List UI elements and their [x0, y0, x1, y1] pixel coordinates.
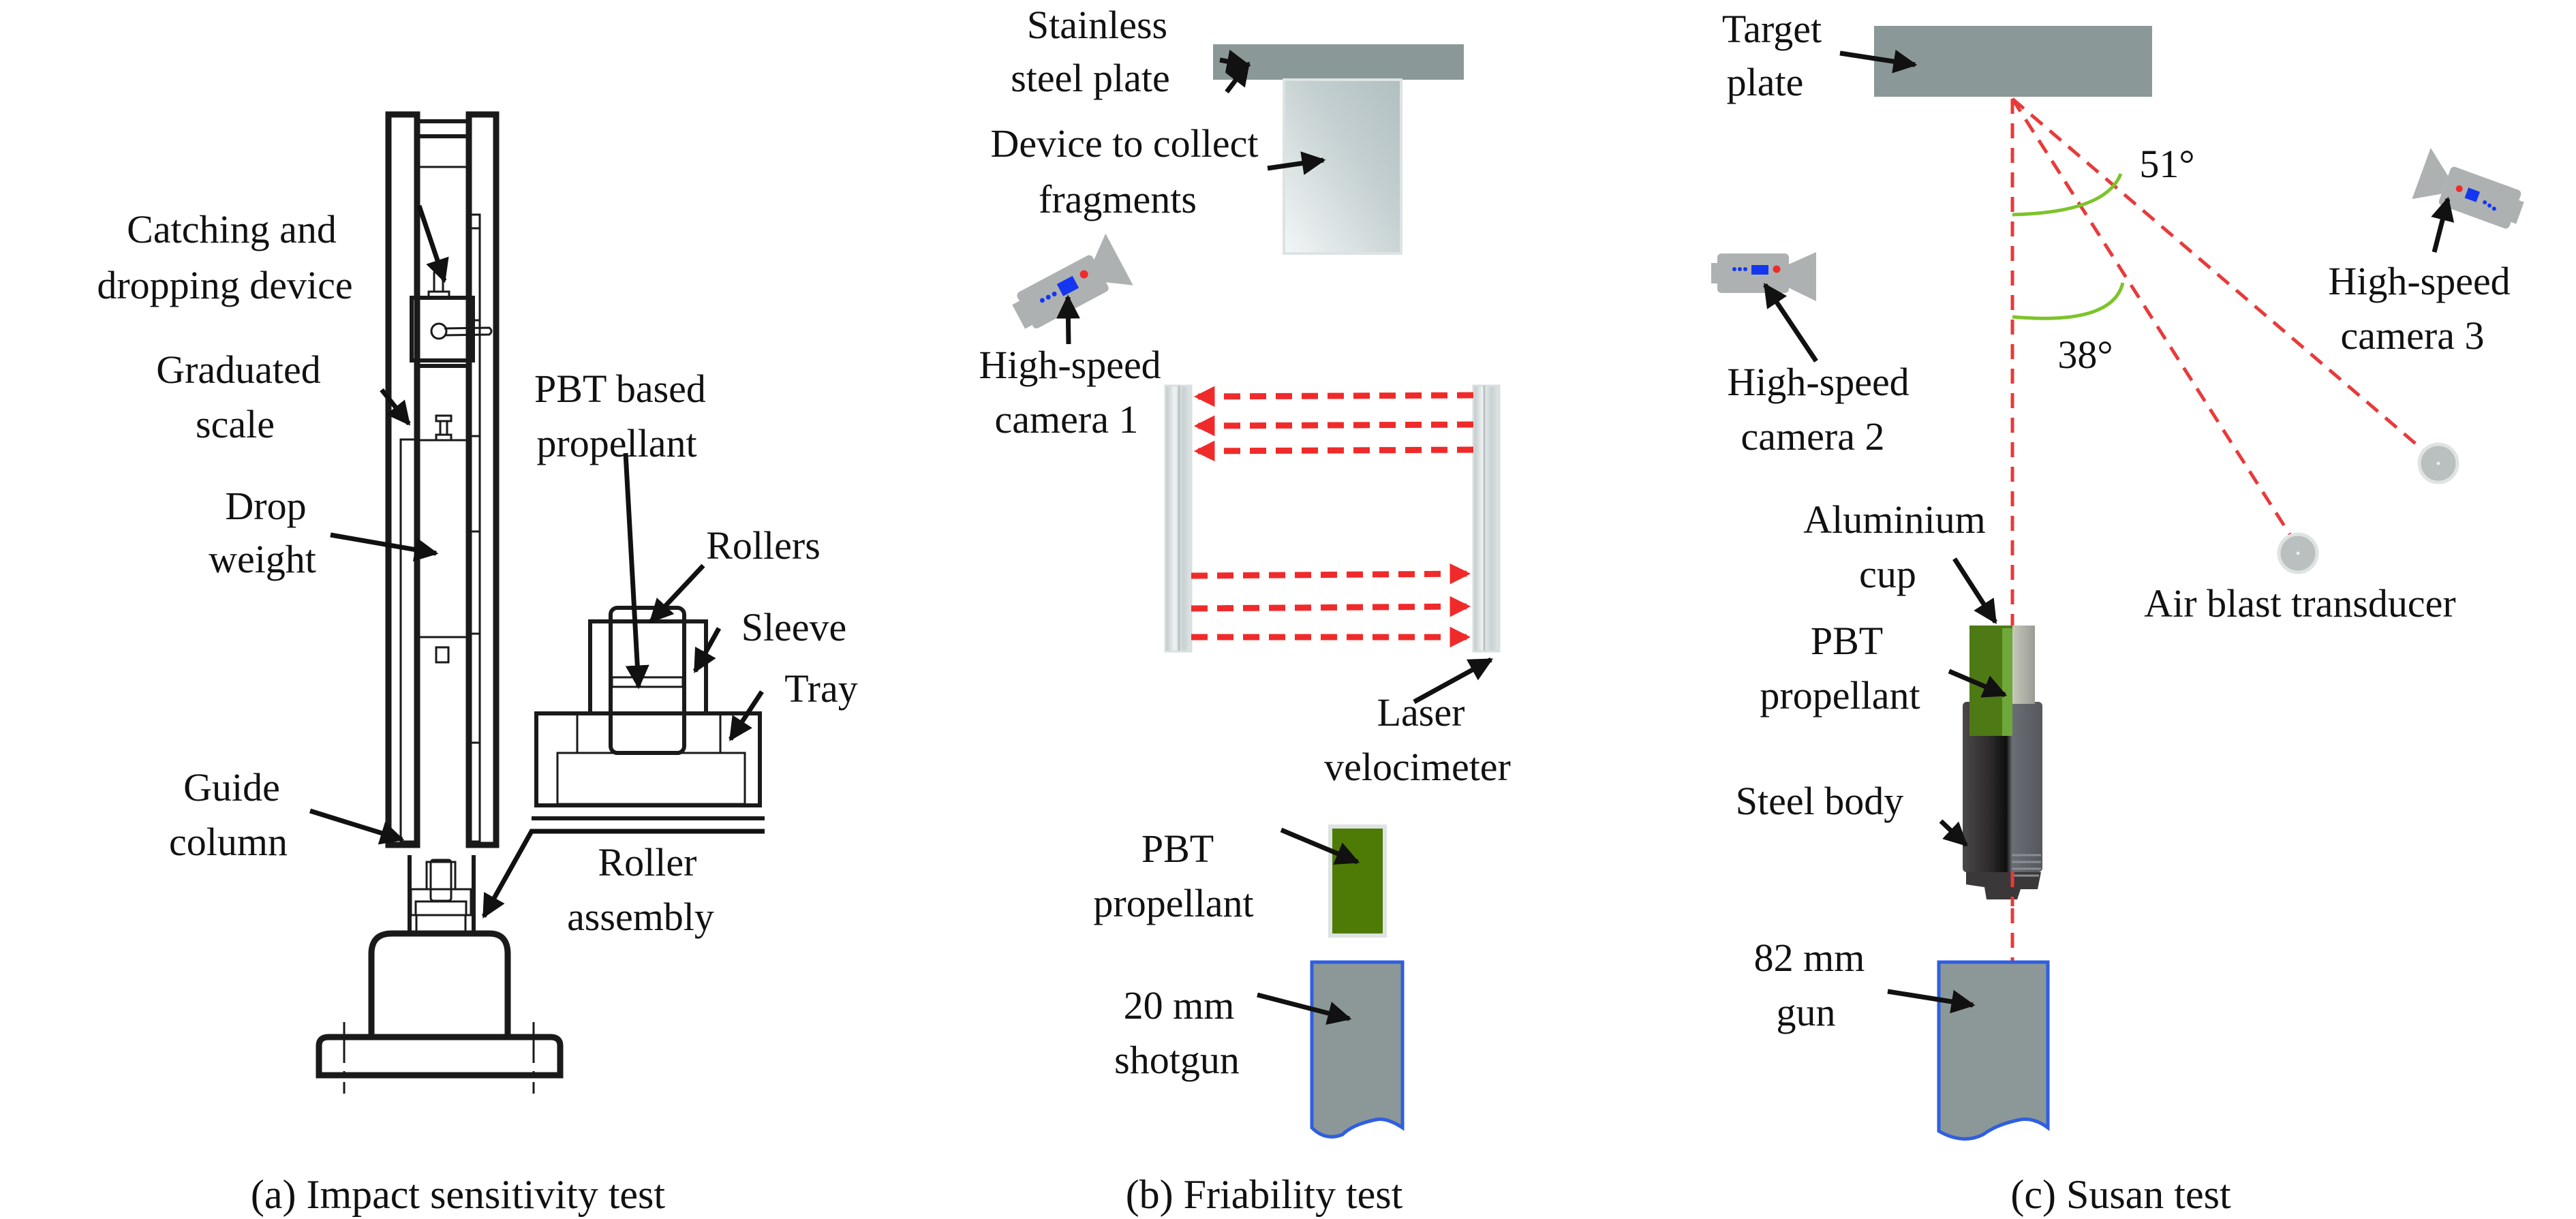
panel-friability: Stainless steel plate Device to collect … [979, 3, 1511, 1217]
label-steel-body: Steel body [1736, 779, 1903, 823]
label-drop-2: weight [209, 537, 316, 581]
label-aluminium-2: cup [1859, 552, 1916, 596]
roller-assembly [408, 855, 476, 933]
label-gun-1: 82 mm [1754, 936, 1865, 980]
label-pbt-c-1: PBT [1811, 619, 1883, 663]
target-plate [1874, 26, 2152, 97]
label-target-1: Target [1722, 7, 1822, 51]
panel-impact-sensitivity: Catching and dropping device Graduated s… [97, 111, 858, 1217]
caption-c: (c) Susan test [2010, 1172, 2231, 1217]
label-angle-38: 38° [2057, 333, 2113, 377]
caption-b: (b) Friability test [1126, 1172, 1403, 1217]
label-angle-51: 51° [2139, 142, 2194, 186]
base-flange [316, 1034, 564, 1079]
label-device-2: fragments [1039, 177, 1197, 221]
label-camera2-2: camera 2 [1741, 414, 1885, 459]
panel-susan: Target plate 51° 38° High-speed camera 2… [1711, 7, 2524, 1217]
label-air-blast: Air blast transducer [2144, 581, 2455, 626]
label-graduated-1: Graduated [156, 348, 321, 392]
graduated-scale [399, 438, 418, 843]
high-speed-camera-icon [1012, 233, 1133, 329]
guide-column-right [465, 111, 500, 848]
label-sleeve: Sleeve [741, 605, 847, 649]
laser-beams [1191, 386, 1474, 648]
label-pbt-b-1: PBT [1141, 827, 1214, 871]
label-camera2-1: High-speed [1727, 360, 1909, 404]
label-stainless-1: Stainless [1027, 3, 1167, 47]
rollers [609, 606, 686, 755]
aluminium-cup [2012, 626, 2035, 704]
label-shotgun-1: 20 mm [1124, 983, 1235, 1028]
angle-arc-51 [2012, 173, 2123, 217]
label-drop-1: Drop [225, 484, 306, 528]
label-laser-2: velocimeter [1324, 745, 1511, 789]
shotgun-20mm [1310, 960, 1405, 1139]
steel-body [1963, 702, 2042, 872]
label-aluminium-1: Aluminium [1803, 497, 1985, 542]
label-target-2: plate [1727, 60, 1804, 104]
air-blast-transducer-icon [2277, 532, 2319, 574]
sleeve [588, 619, 708, 715]
label-device-1: Device to collect [991, 121, 1259, 166]
label-catching-device-1: Catching and [127, 207, 337, 251]
base-dome [368, 930, 511, 1036]
label-camera1-2: camera 1 [995, 397, 1139, 442]
label-laser-1: Laser [1377, 690, 1465, 735]
label-camera3-2: camera 3 [2341, 313, 2485, 358]
laser-velocimeter [1164, 384, 1501, 653]
label-roller-assembly-2: assembly [567, 895, 714, 939]
label-guide-2: column [169, 820, 288, 864]
caption-a: (a) Impact sensitivity test [251, 1172, 666, 1217]
label-pbt-b-2: propellant [1093, 881, 1253, 925]
label-camera3-1: High-speed [2328, 259, 2510, 303]
label-stainless-2: steel plate [1011, 56, 1170, 100]
high-speed-camera-icon [1711, 252, 1816, 301]
tray [534, 711, 762, 807]
label-tray: Tray [784, 666, 857, 711]
air-blast-transducer-icon [2417, 442, 2459, 484]
label-camera1-1: High-speed [979, 343, 1161, 387]
guide-column-left [385, 111, 420, 848]
label-pbt-based-1: PBT based [534, 367, 706, 411]
label-shotgun-2: shotgun [1114, 1038, 1240, 1082]
susan-projectile [1963, 626, 2042, 906]
fragment-collector [1283, 78, 1402, 255]
pbt-sample [611, 676, 684, 688]
label-roller-assembly-1: Roller [598, 840, 697, 884]
label-graduated-2: scale [196, 402, 275, 446]
label-catching-device-2: dropping device [97, 263, 352, 307]
label-rollers: Rollers [706, 523, 821, 568]
gun-82mm [1937, 960, 2050, 1141]
angle-arc-38 [2012, 282, 2125, 320]
drop-weight [417, 414, 469, 664]
label-pbt-c-2: propellant [1760, 673, 1920, 717]
high-speed-camera-icon [2412, 147, 2524, 229]
label-gun-2: gun [1777, 990, 1836, 1034]
label-pbt-based-2: propellant [536, 421, 696, 465]
label-guide-1: Guide [183, 765, 280, 809]
sleeve-tray-detail [532, 606, 765, 820]
pbt-propellant-b [1328, 824, 1387, 938]
stainless-steel-plate [1213, 44, 1464, 80]
